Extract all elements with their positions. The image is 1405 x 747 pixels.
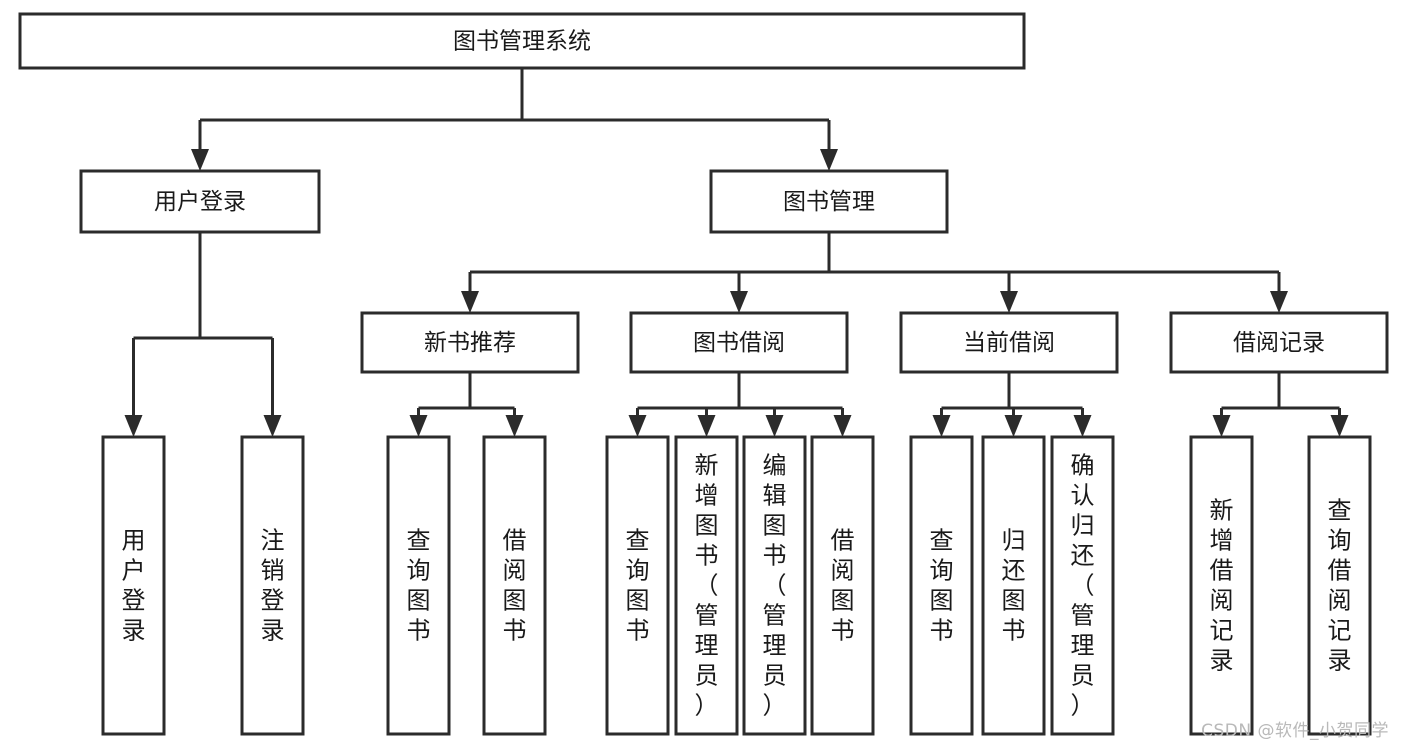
node-图书管理系统[interactable]: 图书管理系统 — [18, 12, 1026, 70]
node-box[interactable] — [1307, 435, 1372, 736]
node-box[interactable] — [18, 12, 1026, 70]
arrow-head-icon — [505, 415, 524, 437]
node-box[interactable] — [482, 435, 547, 736]
node-box[interactable] — [629, 311, 849, 374]
node-图书借阅[interactable]: 图书借阅 — [629, 311, 849, 374]
node-label: 图书管理系统 — [453, 29, 591, 55]
node-layer: 图书管理系统用户登录用户登录注销登录图书管理新书推荐查询图书借阅图书图书借阅查询… — [18, 12, 1389, 736]
node-box[interactable] — [981, 435, 1046, 736]
node-新增借阅记录[interactable]: 新增借阅记录 — [1189, 435, 1254, 736]
arrow-head-icon — [833, 415, 852, 437]
node-查询借阅记录[interactable]: 查询借阅记录 — [1307, 435, 1372, 736]
node-label: 确认归还（管理员） — [1071, 452, 1095, 720]
node-注销登录[interactable]: 注销登录 — [240, 435, 305, 736]
node-box[interactable] — [605, 435, 670, 736]
node-label: 用户登录 — [154, 189, 246, 215]
arrow-head-icon — [1004, 415, 1023, 437]
node-label: 查询图书 — [930, 527, 954, 645]
node-label: 借阅图书 — [503, 527, 527, 645]
arrow-head-icon — [1270, 291, 1288, 313]
arrow-head-icon — [820, 149, 838, 171]
arrow-head-icon — [1212, 415, 1231, 437]
node-box[interactable] — [674, 435, 739, 736]
node-label: 查询图书 — [626, 527, 650, 645]
node-box[interactable] — [360, 311, 580, 374]
node-图书管理[interactable]: 图书管理 — [709, 169, 949, 234]
arrow-head-icon — [191, 149, 209, 171]
node-box[interactable] — [899, 311, 1119, 374]
node-box[interactable] — [1169, 311, 1389, 374]
node-box[interactable] — [240, 435, 305, 736]
node-label: 编辑图书（管理员） — [763, 452, 787, 720]
node-label: 用户登录 — [122, 527, 146, 645]
node-label: 当前借阅 — [963, 330, 1055, 356]
node-box[interactable] — [386, 435, 451, 736]
node-label: 借阅记录 — [1233, 330, 1325, 356]
arrow-head-icon — [263, 415, 282, 437]
node-确认归还管理员[interactable]: 确认归还（管理员） — [1050, 435, 1115, 736]
node-label: 借阅图书 — [831, 527, 855, 645]
node-新书推荐[interactable]: 新书推荐 — [360, 311, 580, 374]
arrow-head-icon — [124, 415, 143, 437]
node-用户登录[interactable]: 用户登录 — [101, 435, 166, 736]
node-box[interactable] — [709, 169, 949, 234]
node-box[interactable] — [909, 435, 974, 736]
node-当前借阅[interactable]: 当前借阅 — [899, 311, 1119, 374]
node-label: 归还图书 — [1002, 527, 1026, 645]
node-label: 查询图书 — [407, 527, 431, 645]
arrow-head-icon — [461, 291, 479, 313]
node-编辑图书管理员[interactable]: 编辑图书（管理员） — [742, 435, 807, 736]
arrow-head-icon — [765, 415, 784, 437]
node-借阅记录[interactable]: 借阅记录 — [1169, 311, 1389, 374]
node-归还图书[interactable]: 归还图书 — [981, 435, 1046, 736]
node-box[interactable] — [1189, 435, 1254, 736]
node-label: 新增借阅记录 — [1210, 497, 1234, 675]
arrow-head-icon — [628, 415, 647, 437]
node-label: 新增图书（管理员） — [695, 452, 719, 720]
node-label: 新书推荐 — [424, 330, 516, 356]
node-box[interactable] — [742, 435, 807, 736]
node-借阅图书[interactable]: 借阅图书 — [482, 435, 547, 736]
arrow-head-icon — [1330, 415, 1349, 437]
node-新增图书管理员[interactable]: 新增图书（管理员） — [674, 435, 739, 736]
node-box[interactable] — [101, 435, 166, 736]
node-借阅图书[interactable]: 借阅图书 — [810, 435, 875, 736]
node-用户登录[interactable]: 用户登录 — [79, 169, 321, 234]
node-查询图书[interactable]: 查询图书 — [909, 435, 974, 736]
node-box[interactable] — [1050, 435, 1115, 736]
node-label: 查询借阅记录 — [1328, 497, 1352, 675]
arrow-head-icon — [697, 415, 716, 437]
arrow-head-icon — [730, 291, 748, 313]
arrow-head-icon — [932, 415, 951, 437]
node-label: 图书借阅 — [693, 330, 785, 356]
arrow-head-icon — [1073, 415, 1092, 437]
node-label: 注销登录 — [261, 527, 285, 645]
node-查询图书[interactable]: 查询图书 — [386, 435, 451, 736]
node-查询图书[interactable]: 查询图书 — [605, 435, 670, 736]
node-box[interactable] — [79, 169, 321, 234]
arrow-head-icon — [409, 415, 428, 437]
node-box[interactable] — [810, 435, 875, 736]
node-label: 图书管理 — [783, 189, 875, 215]
connector-layer — [124, 68, 1349, 437]
arrow-head-icon — [1000, 291, 1018, 313]
